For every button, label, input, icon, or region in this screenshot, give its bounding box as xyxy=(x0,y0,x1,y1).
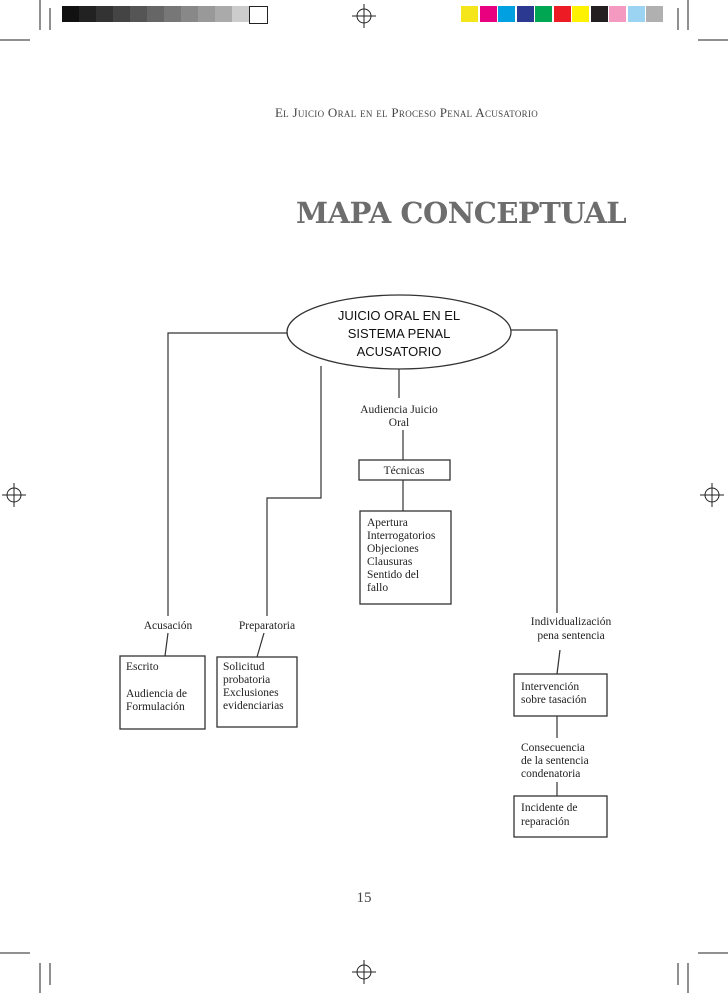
tecnicas-box xyxy=(358,459,451,481)
tecnicas-item-5: Sentido del xyxy=(367,569,419,581)
root-line-2: SISTEMA PENAL xyxy=(348,326,451,341)
color-swatch xyxy=(479,6,497,22)
preparatoria-branch: Preparatoria Solicitud probatoria Exclus… xyxy=(216,620,298,728)
gray-swatch xyxy=(249,6,268,24)
preparatoria-box xyxy=(216,656,298,728)
color-swatch xyxy=(590,6,608,22)
tecnicas-item-6: fallo xyxy=(367,582,388,594)
gray-swatch xyxy=(164,6,181,22)
page-number: 15 xyxy=(356,890,372,906)
tecnicas-item-3: Objeciones xyxy=(367,543,419,555)
preparatoria-item-1: Solicitud xyxy=(223,661,265,673)
color-swatch xyxy=(461,6,478,22)
color-swatch xyxy=(535,6,552,22)
acusacion-item-1: Escrito xyxy=(126,661,159,673)
registration-target-top xyxy=(352,4,376,28)
incidente-box xyxy=(513,795,608,838)
page-title: MAPA CONCEPTUAL xyxy=(296,196,627,230)
color-swatch xyxy=(609,6,626,22)
preparatoria-label: Preparatoria xyxy=(239,620,295,632)
acusacion-branch: Acusación Escrito Audiencia de Formulaci… xyxy=(119,620,206,730)
gray-swatch xyxy=(79,6,96,22)
gray-swatch xyxy=(198,6,215,22)
center-branch: Audiencia Juicio Oral Técnicas Apertura … xyxy=(358,404,452,605)
intervencion-item-1: Intervención xyxy=(521,681,579,693)
audiencia-label-1: Audiencia Juicio xyxy=(360,404,438,416)
individualizacion-label-2: pena sentencia xyxy=(537,630,604,642)
gray-swatch xyxy=(113,6,130,22)
registration-target-left xyxy=(2,483,26,507)
individualizacion-label-1: Individualización xyxy=(531,616,612,628)
color-swatch xyxy=(498,6,515,22)
intervencion-box xyxy=(513,673,608,717)
gray-swatch xyxy=(181,6,198,22)
incidente-item-1: Incidente de xyxy=(521,802,578,814)
preparatoria-item-2: probatoria xyxy=(223,674,270,686)
incidente-item-2: reparación xyxy=(521,816,570,828)
intervencion-item-2: sobre tasación xyxy=(521,694,587,706)
preparatoria-item-4: evidenciarias xyxy=(223,700,284,712)
color-swatch xyxy=(627,6,645,22)
acusacion-label: Acusación xyxy=(144,620,193,632)
tecnicas-text: Técnicas xyxy=(384,465,425,477)
connector-lines xyxy=(164,329,561,796)
root-line-3: ACUSATORIO xyxy=(357,344,442,359)
registration-target-right xyxy=(700,483,724,507)
gray-swatch xyxy=(215,6,232,22)
gray-swatch xyxy=(62,6,79,22)
tecnicas-item-4: Clausuras xyxy=(367,556,413,568)
running-head: El Juicio Oral en el Proceso Penal Acusa… xyxy=(274,105,539,120)
gray-swatch xyxy=(96,6,113,22)
gray-swatch xyxy=(130,6,147,22)
preparatoria-item-3: Exclusiones xyxy=(223,687,279,699)
color-swatch xyxy=(516,6,534,22)
color-swatch xyxy=(553,6,571,22)
individualizacion-branch: Individualización pena sentencia Interve… xyxy=(513,616,612,838)
consecuencia-label-1: Consecuencia xyxy=(521,742,585,754)
acusacion-item-4: Formulación xyxy=(126,701,185,713)
color-swatch xyxy=(646,6,663,22)
tecnicas-item-2: Interrogatorios xyxy=(367,530,436,542)
root-node: JUICIO ORAL EN EL SISTEMA PENAL ACUSATOR… xyxy=(286,294,512,370)
color-swatch xyxy=(572,6,589,22)
acusacion-item-3: Audiencia de xyxy=(126,688,187,700)
root-line-1: JUICIO ORAL EN EL xyxy=(338,308,460,323)
consecuencia-label-2: de la sentencia xyxy=(521,755,589,767)
consecuencia-label-3: condenatoria xyxy=(521,768,580,780)
gray-swatch xyxy=(232,6,249,22)
audiencia-label-2: Oral xyxy=(389,417,409,429)
gray-swatch xyxy=(147,6,164,22)
tecnicas-item-1: Apertura xyxy=(367,517,408,529)
tecnicas-list-box xyxy=(359,510,452,605)
registration-target-bottom xyxy=(352,960,376,984)
acusacion-box xyxy=(119,655,206,730)
